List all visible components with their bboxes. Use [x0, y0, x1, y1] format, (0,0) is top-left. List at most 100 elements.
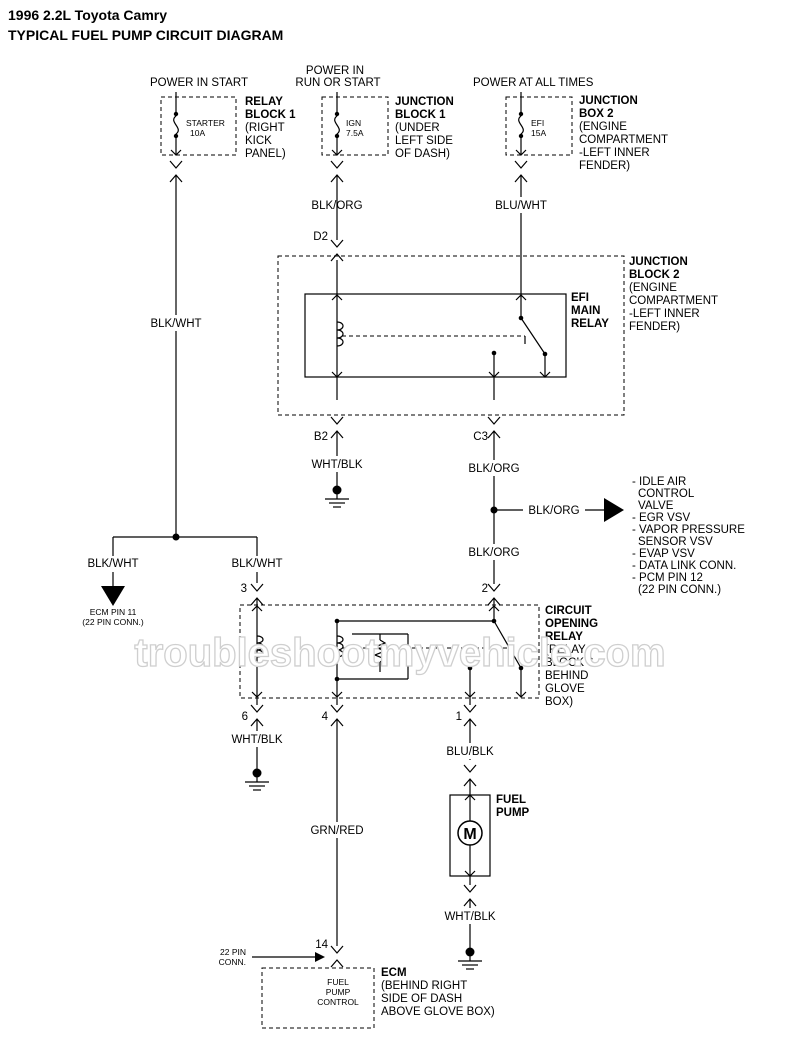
wire-label-blk-org-lower: BLK/ORG [468, 547, 519, 559]
junction-box-2-desc-4: FENDER) [579, 160, 630, 172]
efi-fuse-name: EFI [531, 118, 544, 128]
junction-block-2-title-1: JUNCTION [629, 256, 688, 268]
conn-22pin-label-1: 22 PIN [220, 947, 246, 957]
junction-block-2-desc-4: FENDER) [629, 321, 680, 333]
resistor-icon [373, 634, 387, 672]
wire-label-wht-blk-b2: WHT/BLK [311, 459, 362, 471]
circuit-opening-relay-title-3: RELAY [545, 631, 583, 643]
circuit-opening-relay-desc-5: BOX) [545, 696, 573, 708]
pin-label-14: 14 [315, 939, 328, 951]
junction-box-2-desc-3: -LEFT INNER [579, 147, 650, 159]
pin-label-4: 4 [322, 711, 329, 723]
circuit-opening-relay-title-2: OPENING [545, 618, 598, 630]
efi-fuse-box: EFI 15A [505, 92, 573, 156]
ecm-pin-11-arrow-icon [101, 586, 125, 606]
diagram-title-line1: 1996 2.2L Toyota Camry [8, 7, 167, 23]
ecm-desc-2: SIDE OF DASH [381, 993, 462, 1005]
loads-list-item-5: - VAPOR PRESSURE [632, 524, 745, 536]
pin-label-3: 3 [241, 583, 247, 595]
power-in-start-label: POWER IN START [150, 77, 248, 89]
loads-arrow-icon [604, 498, 624, 522]
efi-main-relay-label-2: MAIN [571, 305, 600, 317]
fuel-pump-label-1: FUEL [496, 794, 526, 806]
ground-b2-icon [324, 484, 350, 508]
fuel-pump-motor-icon: M [457, 820, 483, 846]
wire-label-blk-wht-main: BLK/WHT [150, 318, 201, 330]
loads-list-item-8: - DATA LINK CONN. [632, 560, 736, 572]
circuit-opening-relay-desc-1: (RELAY [545, 644, 586, 656]
relay-block-1-title-1: RELAY [245, 96, 283, 108]
ecm-box: FUEL PUMP CONTROL [261, 967, 375, 1029]
junction-box-2-desc-2: COMPARTMENT [579, 134, 668, 146]
loads-list-item-6: SENSOR VSV [638, 536, 713, 548]
junction-block-2-desc-2: COMPARTMENT [629, 295, 718, 307]
ecm-inner-label-1: FUEL [327, 977, 349, 987]
efi-relay-coil-icon [336, 321, 344, 347]
efi-main-relay [304, 260, 567, 400]
relay-block-1-title-2: BLOCK 1 [245, 109, 296, 121]
wire-label-blk-org-c3: BLK/ORG [468, 463, 519, 475]
circuit-opening-relay-desc-3: BEHIND [545, 670, 588, 682]
efi-main-relay-label-1: EFI [571, 292, 589, 304]
loads-list-item-1: - IDLE AIR [632, 476, 686, 488]
ign-fuse-icon [334, 111, 340, 139]
efi-main-relay-label-3: RELAY [571, 318, 609, 330]
motor-symbol: M [463, 826, 476, 843]
ecm-pin-11-label-1: ECM PIN 11 [90, 607, 137, 617]
ecm-desc-1: (BEHIND RIGHT [381, 980, 467, 992]
loads-list-item-7: - EVAP VSV [632, 548, 695, 560]
circuit-opening-relay [239, 598, 540, 705]
junction-block-2-title-2: BLOCK 2 [629, 269, 679, 281]
ground-pump-icon [457, 946, 483, 970]
junction-block-1-desc-1: (UNDER [395, 122, 440, 134]
circuit-opening-relay-desc-4: GLOVE [545, 683, 585, 695]
relay-block-1-desc-1: (RIGHT [245, 122, 285, 134]
efi-fuse-rating: 15A [531, 128, 546, 138]
junction-block-1-desc-3: OF DASH) [395, 148, 450, 160]
junction-box-2-desc-1: (ENGINE [579, 121, 627, 133]
junction-block-1-title-1: JUNCTION [395, 96, 454, 108]
ecm-inner-label-3: CONTROL [317, 997, 359, 1007]
wire-label-blk-org-branch: BLK/ORG [528, 505, 579, 517]
loads-list-item-2: CONTROL [638, 488, 695, 500]
power-run-start-label-1: POWER IN [306, 65, 364, 77]
loads-list-item-4: - EGR VSV [632, 512, 690, 524]
loads-list-item-3: VALVE [638, 500, 674, 512]
pin-label-b2: B2 [314, 431, 328, 443]
junction-box-2-title-2: BOX 2 [579, 108, 614, 120]
junction-block-2-desc-1: (ENGINE [629, 282, 677, 294]
power-all-times-label: POWER AT ALL TIMES [473, 77, 594, 89]
pin-label-d2: D2 [313, 231, 328, 243]
junction-box-2-title-1: JUNCTION [579, 95, 638, 107]
circuit-opening-relay-title-1: CIRCUIT [545, 605, 592, 617]
fuel-pump: M [449, 779, 491, 885]
relay-block-1-desc-3: PANEL) [245, 148, 286, 160]
ecm-desc-3: ABOVE GLOVE BOX) [381, 1006, 495, 1018]
relay-block-1-desc-2: KICK [245, 135, 272, 147]
wire-label-blk-wht-right: BLK/WHT [231, 558, 282, 570]
junction-block-1-desc-2: LEFT SIDE [395, 135, 453, 147]
ecm-pin-11-label-2: (22 PIN CONN.) [82, 617, 144, 627]
wire-label-blk-org-top: BLK/ORG [311, 200, 362, 212]
ign-fuse-box: IGN 7.5A [321, 92, 389, 156]
wire-label-wht-blk-pump: WHT/BLK [444, 911, 495, 923]
fuel-pump-label-2: PUMP [496, 807, 530, 819]
starter-fuse-box: STARTER 10A [160, 92, 237, 156]
starter-fuse-name: STARTER [186, 118, 225, 128]
pin-label-c3: C3 [473, 431, 488, 443]
conn-22pin-arrow-icon [315, 952, 325, 962]
starter-fuse-icon [173, 111, 179, 139]
ign-fuse-rating: 7.5A [346, 128, 364, 138]
wire-label-blu-blk: BLU/BLK [446, 746, 494, 758]
ecm-inner-label-2: PUMP [326, 987, 351, 997]
loads-list-item-9: - PCM PIN 12 [632, 572, 703, 584]
ign-fuse-name: IGN [346, 118, 361, 128]
loads-list-item-10: (22 PIN CONN.) [638, 584, 721, 596]
wire-label-blu-wht: BLU/WHT [495, 200, 547, 212]
wire-label-blk-wht-left: BLK/WHT [87, 558, 138, 570]
circuit-opening-relay-desc-2: BLOCK 6 - [545, 657, 601, 669]
efi-fuse-icon [518, 111, 524, 139]
conn-22pin-label-2: CONN. [219, 957, 246, 967]
starter-fuse-rating: 10A [190, 128, 205, 138]
wire-label-grn-red: GRN/RED [310, 825, 363, 837]
